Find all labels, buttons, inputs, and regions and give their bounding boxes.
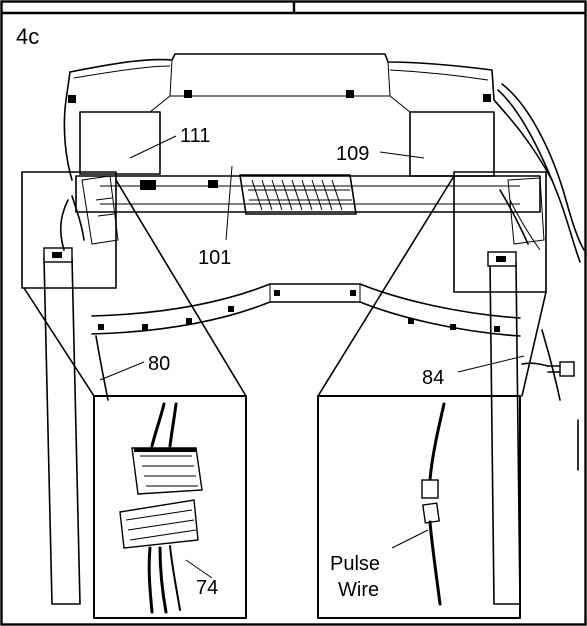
callout-101: 101 <box>198 247 231 269</box>
callout-pulse: Pulse <box>330 553 380 575</box>
callout-84: 84 <box>422 367 444 389</box>
step-label: 4c <box>16 24 39 49</box>
lower-crossbar <box>91 283 521 337</box>
left-detail-frame <box>21 171 247 605</box>
callout-leaders <box>99 135 525 381</box>
callout-wire: Wire <box>338 579 379 601</box>
callout-80: 80 <box>148 353 170 375</box>
console-assembly <box>63 53 585 263</box>
upright-wires <box>95 329 579 471</box>
right-detail-frame <box>317 171 575 605</box>
right-inset-pulse-wire <box>317 395 521 619</box>
callout-111: 111 <box>180 125 210 147</box>
left-inset-connector <box>93 395 247 619</box>
callout-109: 109 <box>336 143 369 165</box>
callout-74: 74 <box>196 577 218 599</box>
